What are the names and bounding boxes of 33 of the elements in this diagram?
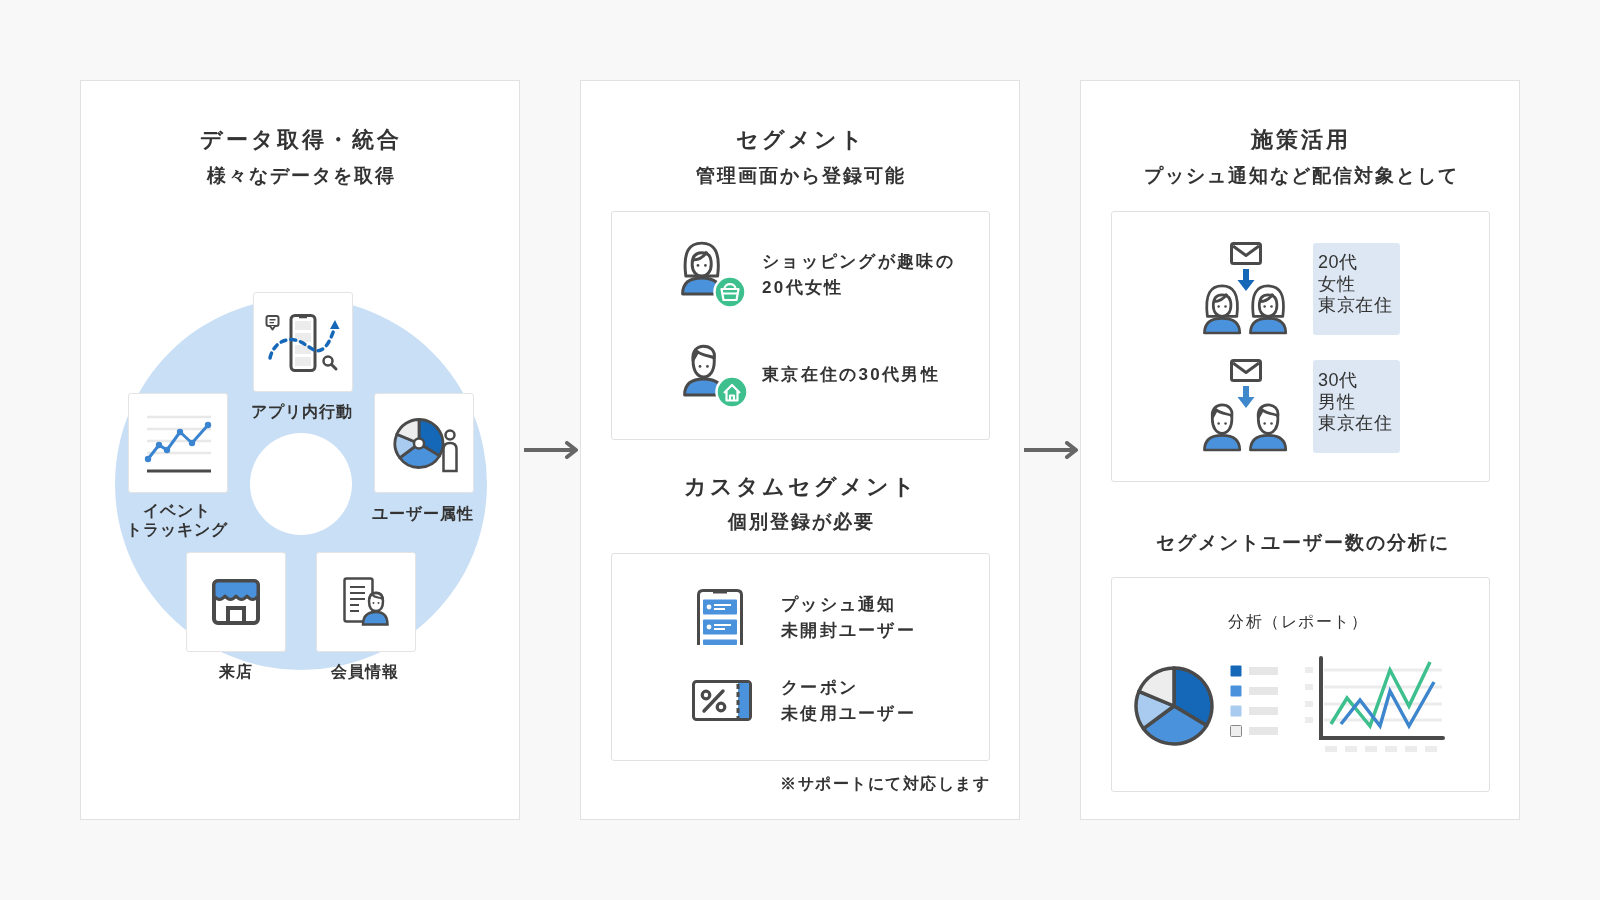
panel-title: セグメント [736, 126, 866, 154]
segment-label: 東京在住の30代男性 [762, 364, 940, 386]
tile-label: アプリ内行動 [251, 401, 353, 421]
tile-label: ユーザー属性 [372, 503, 474, 523]
content-card [1111, 211, 1490, 482]
panel-subtitle: 様々なデータを取得 [206, 164, 396, 188]
attribute-tag [1313, 360, 1400, 453]
segment-label: プッシュ通知未開封ユーザー [781, 594, 917, 642]
step-panel [580, 80, 1020, 820]
note-text: ※サポートにて対応します [780, 774, 990, 794]
content-card [611, 553, 990, 761]
card-title: 分析（レポート） [1228, 612, 1368, 632]
step-panel [1080, 80, 1520, 820]
panel-subtitle: 管理画面から登録可能 [696, 164, 906, 188]
segment-label: クーポン未使用ユーザー [781, 677, 917, 725]
arrow [524, 441, 578, 459]
panel-title: 施策活用 [1251, 126, 1351, 154]
segment-label: ショッピングが趣味の20代女性 [762, 251, 955, 299]
tile-label: イベントトラッキング [126, 501, 228, 539]
arrow [1024, 441, 1078, 459]
content-card [611, 211, 990, 440]
content-card [1111, 577, 1490, 792]
section-title: カスタムセグメント [684, 473, 918, 501]
tag-text: 30代男性東京在住 [1318, 370, 1392, 435]
panel-subtitle: プッシュ通知など配信対象として [1143, 164, 1459, 188]
step-panel [80, 80, 520, 820]
panel-title: データ取得・統合 [200, 126, 402, 154]
attribute-tag [1313, 243, 1400, 335]
tile-label: 会員情報 [331, 661, 399, 681]
section-subtitle: 個別登録が必要 [727, 510, 875, 534]
section-title: セグメントユーザー数の分析に [1156, 531, 1450, 555]
tag-text: 20代女性東京在住 [1318, 252, 1392, 317]
tile-label: 来店 [219, 661, 253, 681]
